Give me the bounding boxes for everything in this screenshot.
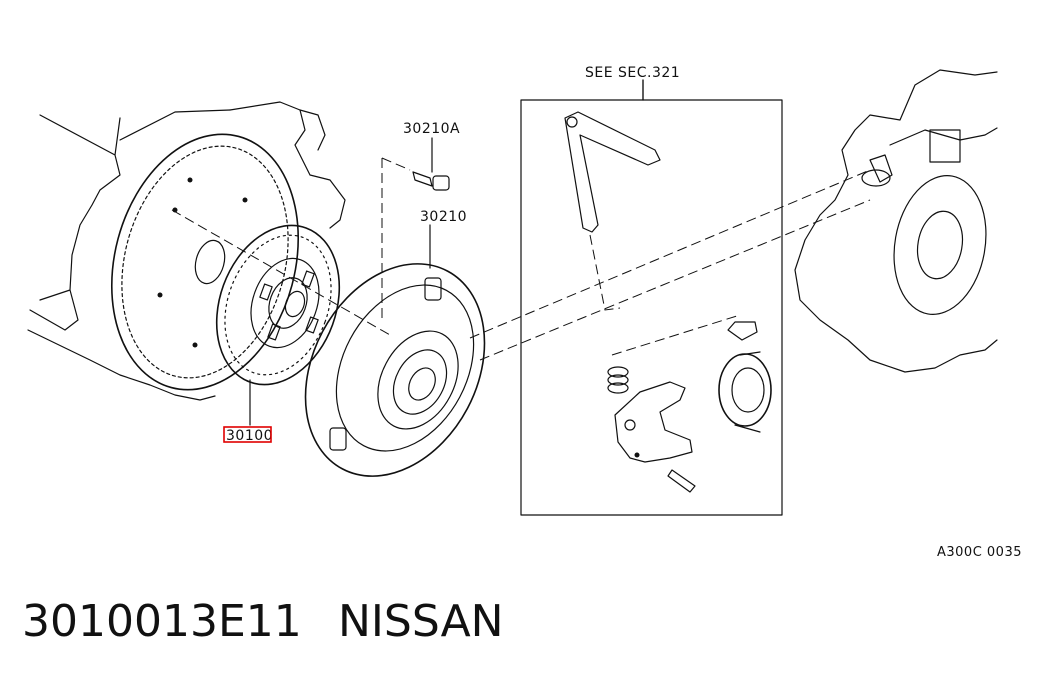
transmission-housing <box>794 69 998 373</box>
return-spring <box>607 366 629 394</box>
part-number: 3010013E11 <box>22 596 302 647</box>
release-lever <box>564 111 661 233</box>
bolt-30210a <box>412 137 450 191</box>
brand-name: NISSAN <box>338 596 504 647</box>
clutch-disc <box>215 224 341 426</box>
callout-see-section: SEE SEC.321 <box>585 65 680 81</box>
assembly-guide-lines <box>171 157 871 361</box>
callout-disc-30100: 30100 <box>226 428 273 444</box>
section-reference-box <box>520 79 783 516</box>
callout-bolt-30210a: 30210A <box>403 121 460 137</box>
release-bearing <box>718 321 772 433</box>
highlight-box <box>223 426 272 443</box>
callout-cover-30210: 30210 <box>420 209 467 225</box>
clutch-cover <box>304 224 486 477</box>
withdrawal-fork <box>614 381 696 493</box>
diagram-code: A300C 0035 <box>937 545 1022 560</box>
engine-block-outline <box>27 101 346 401</box>
flywheel <box>110 133 300 391</box>
